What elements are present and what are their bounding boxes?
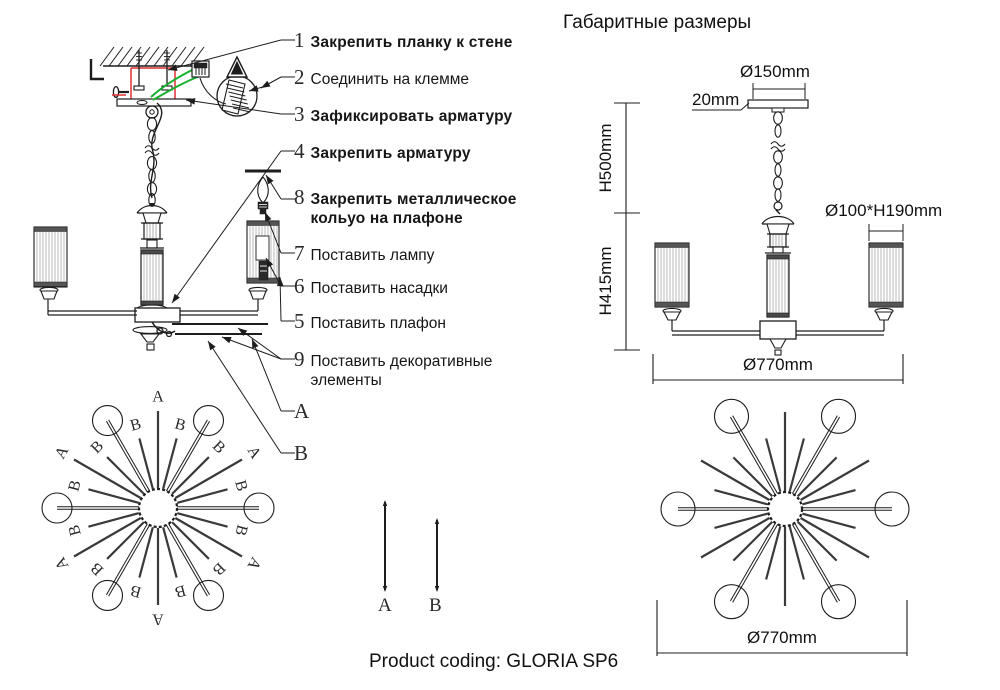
- step-number: B: [294, 441, 309, 465]
- svg-text:A: A: [152, 610, 164, 627]
- step-number: 7: [294, 241, 305, 265]
- svg-text:A: A: [244, 443, 265, 462]
- svg-text:B: B: [173, 581, 188, 600]
- step-5: 5 Поставить плафон: [294, 311, 446, 333]
- svg-text:B: B: [88, 559, 108, 579]
- svg-text:A: A: [52, 554, 73, 573]
- step-text: Закрепить планку к стене: [310, 34, 513, 51]
- svg-text:A: A: [52, 443, 73, 462]
- step-text: Поставить лампу: [310, 247, 435, 264]
- dim-width-side: Ø770mm: [743, 355, 813, 374]
- step-number: 2: [294, 65, 305, 89]
- step-text: Поставить плафон: [310, 315, 446, 332]
- svg-text:B: B: [88, 438, 108, 458]
- step-a: A: [294, 401, 309, 422]
- step-text: Соединить на клемме: [310, 71, 470, 88]
- step-7: 7 Поставить лампу: [294, 243, 434, 265]
- dim-shade-size: Ø100*H190mm: [825, 201, 943, 220]
- step-number: 9: [294, 347, 305, 371]
- step-text: Закрепить металлическое кольуо на плафон…: [310, 191, 517, 227]
- step-number: 6: [294, 274, 305, 298]
- dim-hang-height: H500mm: [596, 123, 615, 193]
- dim-width-top: Ø770mm: [747, 628, 817, 647]
- page-title: Габаритные размеры: [563, 12, 752, 33]
- product-coding: Product coding: GLORIA SP6: [369, 651, 619, 672]
- rod-legend-b: B: [429, 595, 442, 616]
- svg-text:A: A: [152, 389, 164, 406]
- step-6: 6 Поставить насадки: [294, 276, 448, 298]
- step-text: Поставить насадки: [310, 280, 448, 297]
- svg-text:B: B: [128, 416, 143, 435]
- step-number: 4: [294, 139, 305, 163]
- svg-text:B: B: [209, 559, 229, 579]
- svg-text:B: B: [66, 523, 85, 538]
- step-2: 2 Соединить на клемме: [294, 67, 469, 89]
- step-text: Закрепить арматуру: [310, 145, 471, 162]
- svg-text:A: A: [244, 554, 265, 573]
- svg-text:B: B: [209, 438, 229, 458]
- step-number: A: [294, 399, 310, 423]
- step-text: Зафиксировать арматуру: [310, 108, 513, 125]
- dim-canopy-diameter: Ø150mm: [740, 62, 810, 81]
- svg-text:B: B: [173, 416, 188, 435]
- svg-text:B: B: [66, 478, 85, 493]
- svg-text:B: B: [128, 581, 143, 600]
- svg-text:B: B: [231, 523, 250, 538]
- rod-legend-a: A: [378, 595, 392, 616]
- dim-body-height: H415mm: [596, 246, 615, 316]
- svg-text:B: B: [231, 478, 250, 493]
- step-4: 4 Закрепить арматуру: [294, 141, 471, 163]
- step-b: B: [294, 443, 308, 464]
- step-number: 3: [294, 102, 305, 126]
- dim-canopy-height: 20mm: [692, 90, 740, 109]
- step-number: 8: [294, 185, 305, 209]
- step-text: Поставить декоративные элементы: [310, 353, 493, 389]
- step-3: 3 Зафиксировать арматуру: [294, 104, 512, 126]
- step-number: 1: [294, 28, 305, 52]
- step-1: 1 Закрепить планку к стене: [294, 30, 513, 52]
- step-number: 5: [294, 309, 305, 333]
